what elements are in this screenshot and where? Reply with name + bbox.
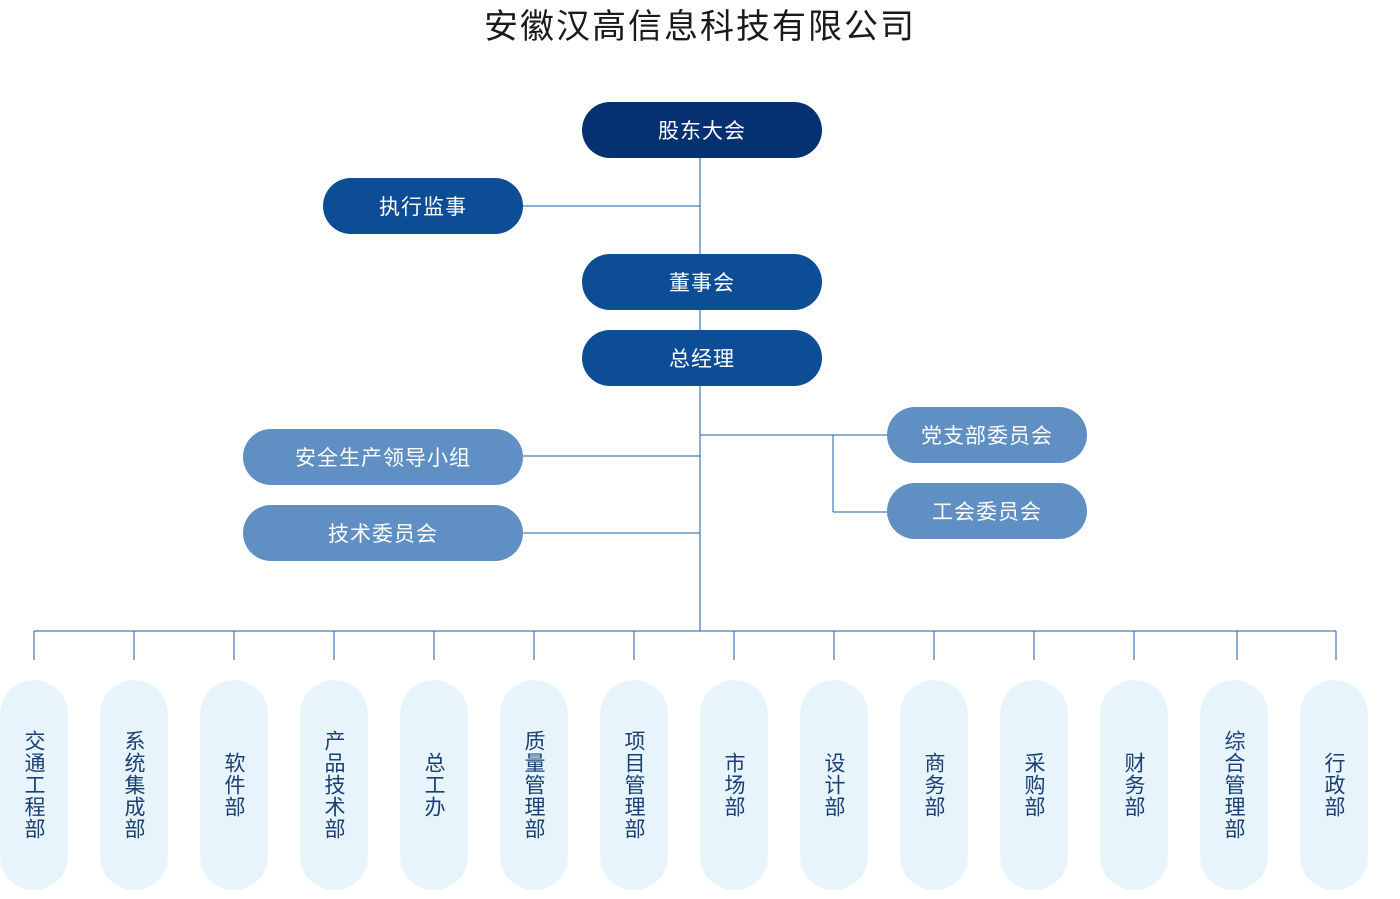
party-branch-committee-node: 党支部委员会	[887, 407, 1087, 463]
department-label: 质量管理部	[522, 730, 546, 840]
page-title: 安徽汉高信息科技有限公司	[484, 7, 916, 47]
department-box: 项目管理部	[600, 680, 668, 890]
department-box: 商务部	[900, 680, 968, 890]
department-box: 交通工程部	[0, 680, 68, 890]
union-committee-node: 工会委员会	[887, 483, 1087, 539]
department-label: 财务部	[1122, 752, 1146, 818]
department-box: 行政部	[1300, 680, 1368, 890]
department-label: 市场部	[722, 752, 746, 818]
department-label: 软件部	[222, 752, 246, 818]
technical-committee-node: 技术委员会	[243, 505, 523, 561]
department-label: 交通工程部	[22, 730, 46, 840]
department-box: 市场部	[700, 680, 768, 890]
department-label: 系统集成部	[122, 730, 146, 840]
department-box: 财务部	[1100, 680, 1168, 890]
department-box: 质量管理部	[500, 680, 568, 890]
department-label: 产品技术部	[322, 730, 346, 840]
department-label: 项目管理部	[622, 730, 646, 840]
department-label: 商务部	[922, 752, 946, 818]
department-box: 综合管理部	[1200, 680, 1268, 890]
department-box: 总工办	[400, 680, 468, 890]
department-label: 设计部	[822, 752, 846, 818]
department-label: 综合管理部	[1222, 730, 1246, 840]
department-label: 行政部	[1322, 752, 1346, 818]
shareholders-meeting-node: 股东大会	[582, 102, 822, 158]
department-box: 系统集成部	[100, 680, 168, 890]
executive-supervisor-node: 执行监事	[323, 178, 523, 234]
department-box: 软件部	[200, 680, 268, 890]
safety-leadership-group-node: 安全生产领导小组	[243, 429, 523, 485]
department-box: 设计部	[800, 680, 868, 890]
department-label: 总工办	[422, 752, 446, 818]
department-box: 产品技术部	[300, 680, 368, 890]
department-box: 采购部	[1000, 680, 1068, 890]
general-manager-node: 总经理	[582, 330, 822, 386]
board-of-directors-node: 董事会	[582, 254, 822, 310]
department-label: 采购部	[1022, 752, 1046, 818]
